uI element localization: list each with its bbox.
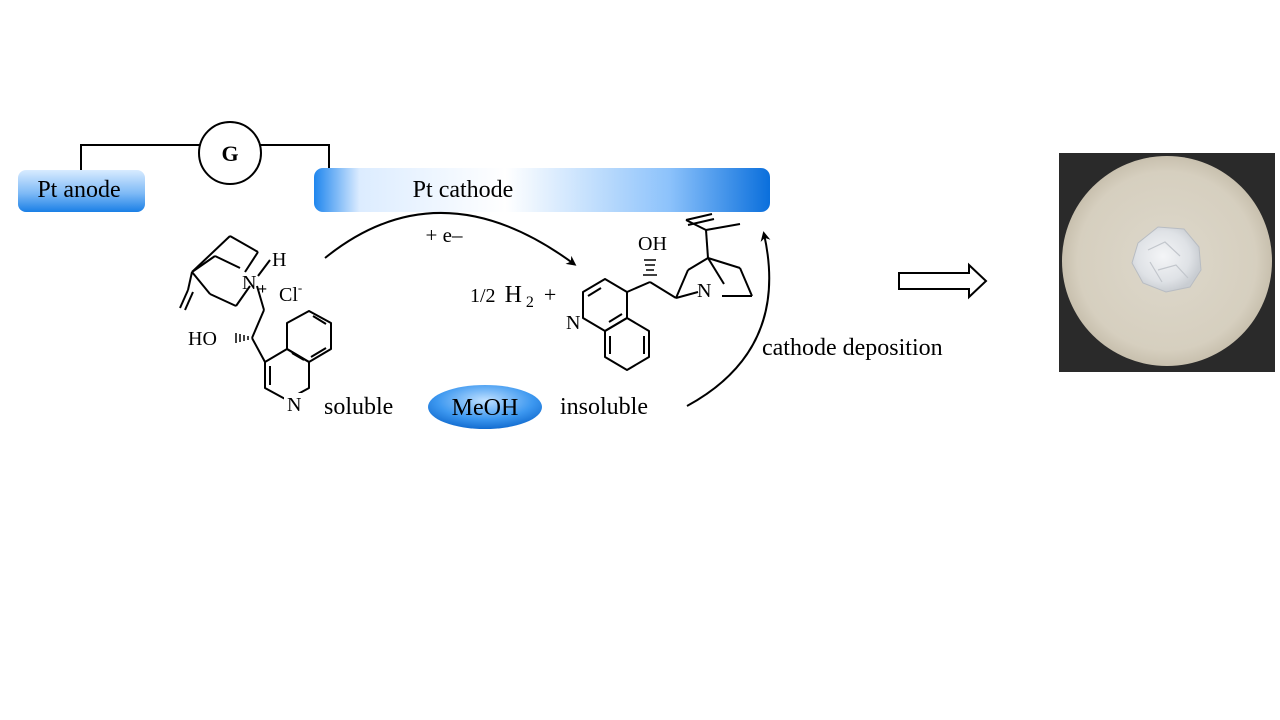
product-ring-n-label: N [566, 312, 580, 334]
counterion-symbol: Cl [279, 284, 298, 306]
product-n-mask [563, 312, 581, 332]
meoh-label: MeOH [452, 395, 519, 421]
deposition-arrow [686, 231, 771, 407]
reactant-n-mask [284, 393, 302, 413]
meoh-badge: MeOH [428, 385, 542, 429]
galvanometer-label: G [221, 141, 238, 166]
reactant-h-label: H [272, 249, 286, 271]
reactant-structure [179, 235, 332, 401]
reactant-n-label: N [242, 272, 256, 294]
h2-subscript: 2 [526, 294, 534, 311]
circuit-wires [80, 144, 330, 170]
galvanometer: G [198, 121, 262, 185]
deposition-label: cathode deposition [762, 335, 943, 361]
block-arrow [898, 262, 988, 300]
insoluble-label: insoluble [560, 394, 648, 420]
h2-byproduct: 1/2 H 2 + [470, 282, 556, 311]
anode-label: Pt anode [37, 177, 120, 203]
reactant-plus-label: + [258, 281, 267, 298]
counterion-charge: - [298, 280, 302, 295]
counterion-label: Cl- [279, 280, 302, 306]
product-structure [582, 213, 753, 371]
n-h-bond [257, 259, 271, 277]
cathode-label: Pt cathode [413, 177, 514, 203]
product-hydroxyl-label: OH [638, 233, 667, 255]
soluble-label: soluble [324, 394, 393, 420]
pt-anode: Pt anode [18, 170, 145, 212]
h2-coefficient: 1/2 [470, 285, 496, 307]
deposit-photo [1059, 153, 1275, 372]
electron-label: + e– [426, 223, 463, 247]
h2-symbol: H [505, 282, 522, 308]
product-n-label: N [697, 280, 711, 302]
pt-cathode: Pt cathode [314, 168, 770, 212]
h2-plus: + [544, 282, 556, 307]
reduction-arrow [324, 212, 577, 266]
reactant-ring-n-label: N [287, 394, 301, 416]
reactant-hydroxyl-label: HO [188, 328, 217, 350]
